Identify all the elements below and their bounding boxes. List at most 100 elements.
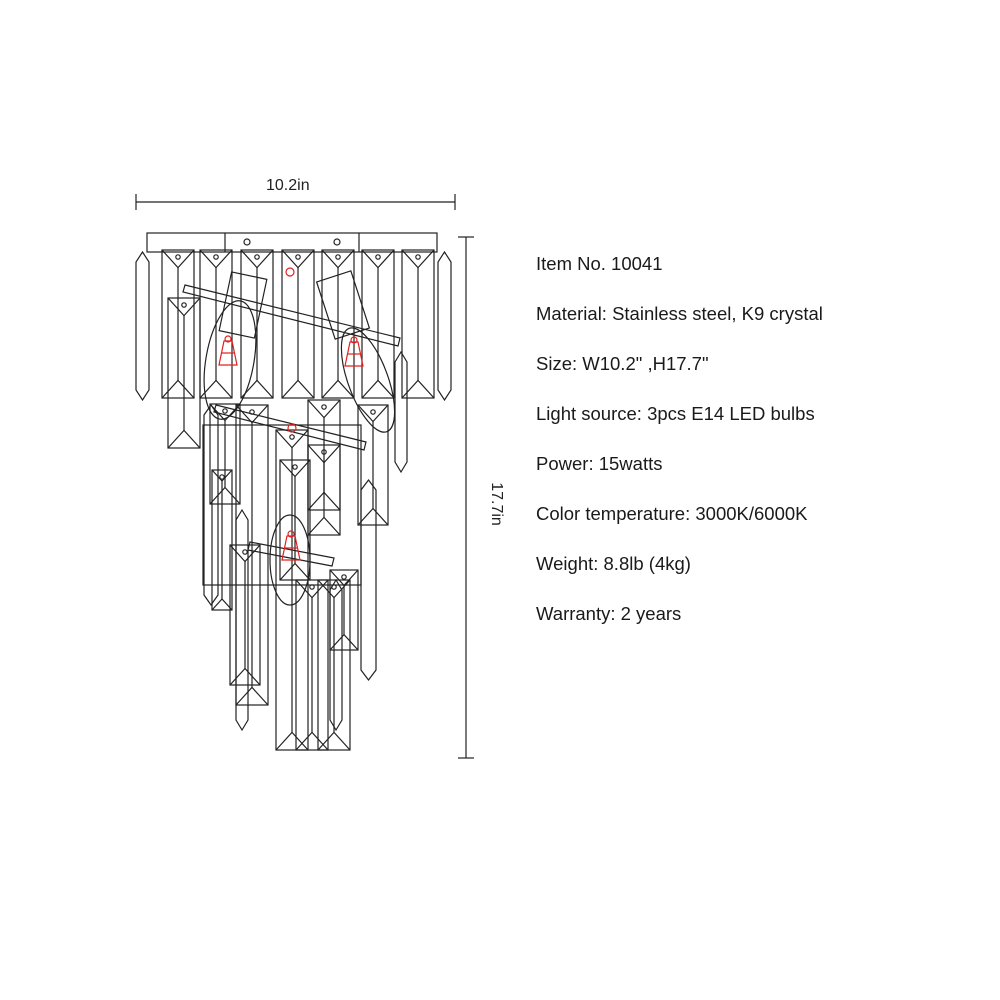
canopy-plate bbox=[146, 232, 438, 253]
crystal-outline bbox=[229, 544, 261, 686]
crystal-facet bbox=[329, 633, 359, 651]
crystal-facet bbox=[321, 379, 355, 399]
crystal-outline bbox=[357, 404, 389, 526]
bulb-holder-plate bbox=[315, 270, 371, 340]
crystal-outline bbox=[295, 579, 329, 751]
crystal bbox=[161, 249, 195, 399]
crystal-outline bbox=[240, 249, 274, 399]
crystal-facet bbox=[317, 731, 351, 751]
crystal-facet bbox=[307, 491, 341, 511]
crystal-outline bbox=[361, 249, 395, 399]
crystal-outline bbox=[199, 249, 233, 399]
frame bbox=[202, 424, 362, 586]
height-label: 17.7in bbox=[487, 482, 505, 526]
crystal bbox=[307, 399, 341, 511]
crystal-hole bbox=[175, 254, 181, 260]
bulb-glass bbox=[269, 514, 311, 606]
socket-marker bbox=[287, 423, 297, 433]
crystal-outline bbox=[211, 469, 233, 611]
side-crystal bbox=[235, 508, 249, 732]
crystal-hole bbox=[341, 574, 347, 580]
socket-top bbox=[350, 336, 358, 344]
crystal-facet bbox=[211, 598, 233, 611]
socket-body bbox=[281, 535, 301, 561]
socket-body bbox=[218, 340, 238, 366]
crystal-facet bbox=[167, 429, 201, 449]
crystal-hole bbox=[242, 549, 248, 555]
crystal-facet bbox=[240, 379, 274, 399]
bulb-glass bbox=[340, 327, 396, 433]
crystal bbox=[235, 404, 269, 706]
crystal-outline bbox=[307, 399, 341, 511]
crystal-facet bbox=[281, 379, 315, 399]
socket-icon bbox=[281, 530, 301, 561]
socket-top bbox=[224, 335, 232, 343]
bulb-holder-plate bbox=[218, 271, 268, 339]
crystal-hole bbox=[213, 254, 219, 260]
crystal-facet bbox=[235, 686, 269, 706]
crystal-hole bbox=[370, 409, 376, 415]
crystal-hole bbox=[292, 464, 298, 470]
crystal-hole bbox=[254, 254, 260, 260]
socket-icon bbox=[218, 335, 238, 366]
spec-weight: Weight: 8.8lb (4kg) bbox=[536, 553, 691, 574]
crystal-outline bbox=[209, 403, 241, 505]
width-label: 10.2in bbox=[266, 177, 310, 194]
crystal-outline bbox=[321, 249, 355, 399]
crystal-outline bbox=[161, 249, 195, 399]
crystal bbox=[275, 429, 309, 751]
side-crystal bbox=[437, 250, 452, 402]
crystal-facet bbox=[161, 379, 195, 399]
spec-color-temperature: Color temperature: 3000K/6000K bbox=[536, 503, 808, 524]
socket-icon bbox=[344, 336, 364, 367]
arm-bar bbox=[247, 541, 335, 567]
crystal-hole bbox=[295, 254, 301, 260]
crystal bbox=[211, 469, 233, 611]
bulb-sockets bbox=[218, 267, 364, 561]
arm-bar bbox=[182, 284, 401, 347]
width-dimension-line bbox=[135, 194, 456, 210]
crystal-outline bbox=[317, 579, 351, 751]
crystal-facet bbox=[307, 516, 341, 536]
side-crystal bbox=[329, 578, 343, 732]
crystal-facet bbox=[275, 731, 309, 751]
crystal bbox=[281, 249, 315, 399]
socket-body bbox=[344, 341, 364, 367]
crystal bbox=[317, 579, 351, 751]
socket-top bbox=[287, 530, 295, 538]
canopy-screw bbox=[333, 238, 341, 246]
bulb-glass bbox=[203, 300, 257, 420]
crystal bbox=[361, 249, 395, 399]
crystal-facet bbox=[209, 486, 241, 505]
crystal-outline bbox=[275, 429, 309, 751]
socket-marker bbox=[285, 267, 295, 277]
crystal-facet bbox=[279, 459, 311, 478]
spec-light-source: Light source: 3pcs E14 LED bulbs bbox=[536, 403, 815, 424]
crystal-hole bbox=[181, 302, 187, 308]
crystal bbox=[229, 544, 261, 686]
spec-material: Material: Stainless steel, K9 crystal bbox=[536, 303, 823, 324]
height-dimension-line bbox=[458, 236, 474, 759]
spec-warranty: Warranty: 2 years bbox=[536, 603, 682, 624]
crystal bbox=[357, 404, 389, 526]
crystal bbox=[279, 459, 311, 581]
crystal-hole bbox=[289, 434, 295, 440]
crystal bbox=[295, 579, 329, 751]
crystal-facet bbox=[229, 544, 261, 563]
crystal bbox=[321, 249, 355, 399]
chandelier-fixture bbox=[135, 232, 452, 751]
canopy-screw bbox=[243, 238, 251, 246]
side-crystal bbox=[394, 350, 408, 474]
crystal-facet bbox=[279, 562, 311, 581]
crystal-facet bbox=[229, 667, 261, 686]
side-crystal bbox=[135, 250, 150, 402]
crystal-hole bbox=[415, 254, 421, 260]
spec-power: Power: 15watts bbox=[536, 453, 663, 474]
crystal bbox=[167, 297, 201, 449]
spec-item-number: Item No. 10041 bbox=[536, 253, 663, 274]
spec-size: Size: W10.2" ,H17.7" bbox=[536, 353, 709, 374]
side-crystal bbox=[203, 403, 219, 607]
crystal-facet bbox=[361, 379, 395, 399]
crystal-outline bbox=[281, 249, 315, 399]
